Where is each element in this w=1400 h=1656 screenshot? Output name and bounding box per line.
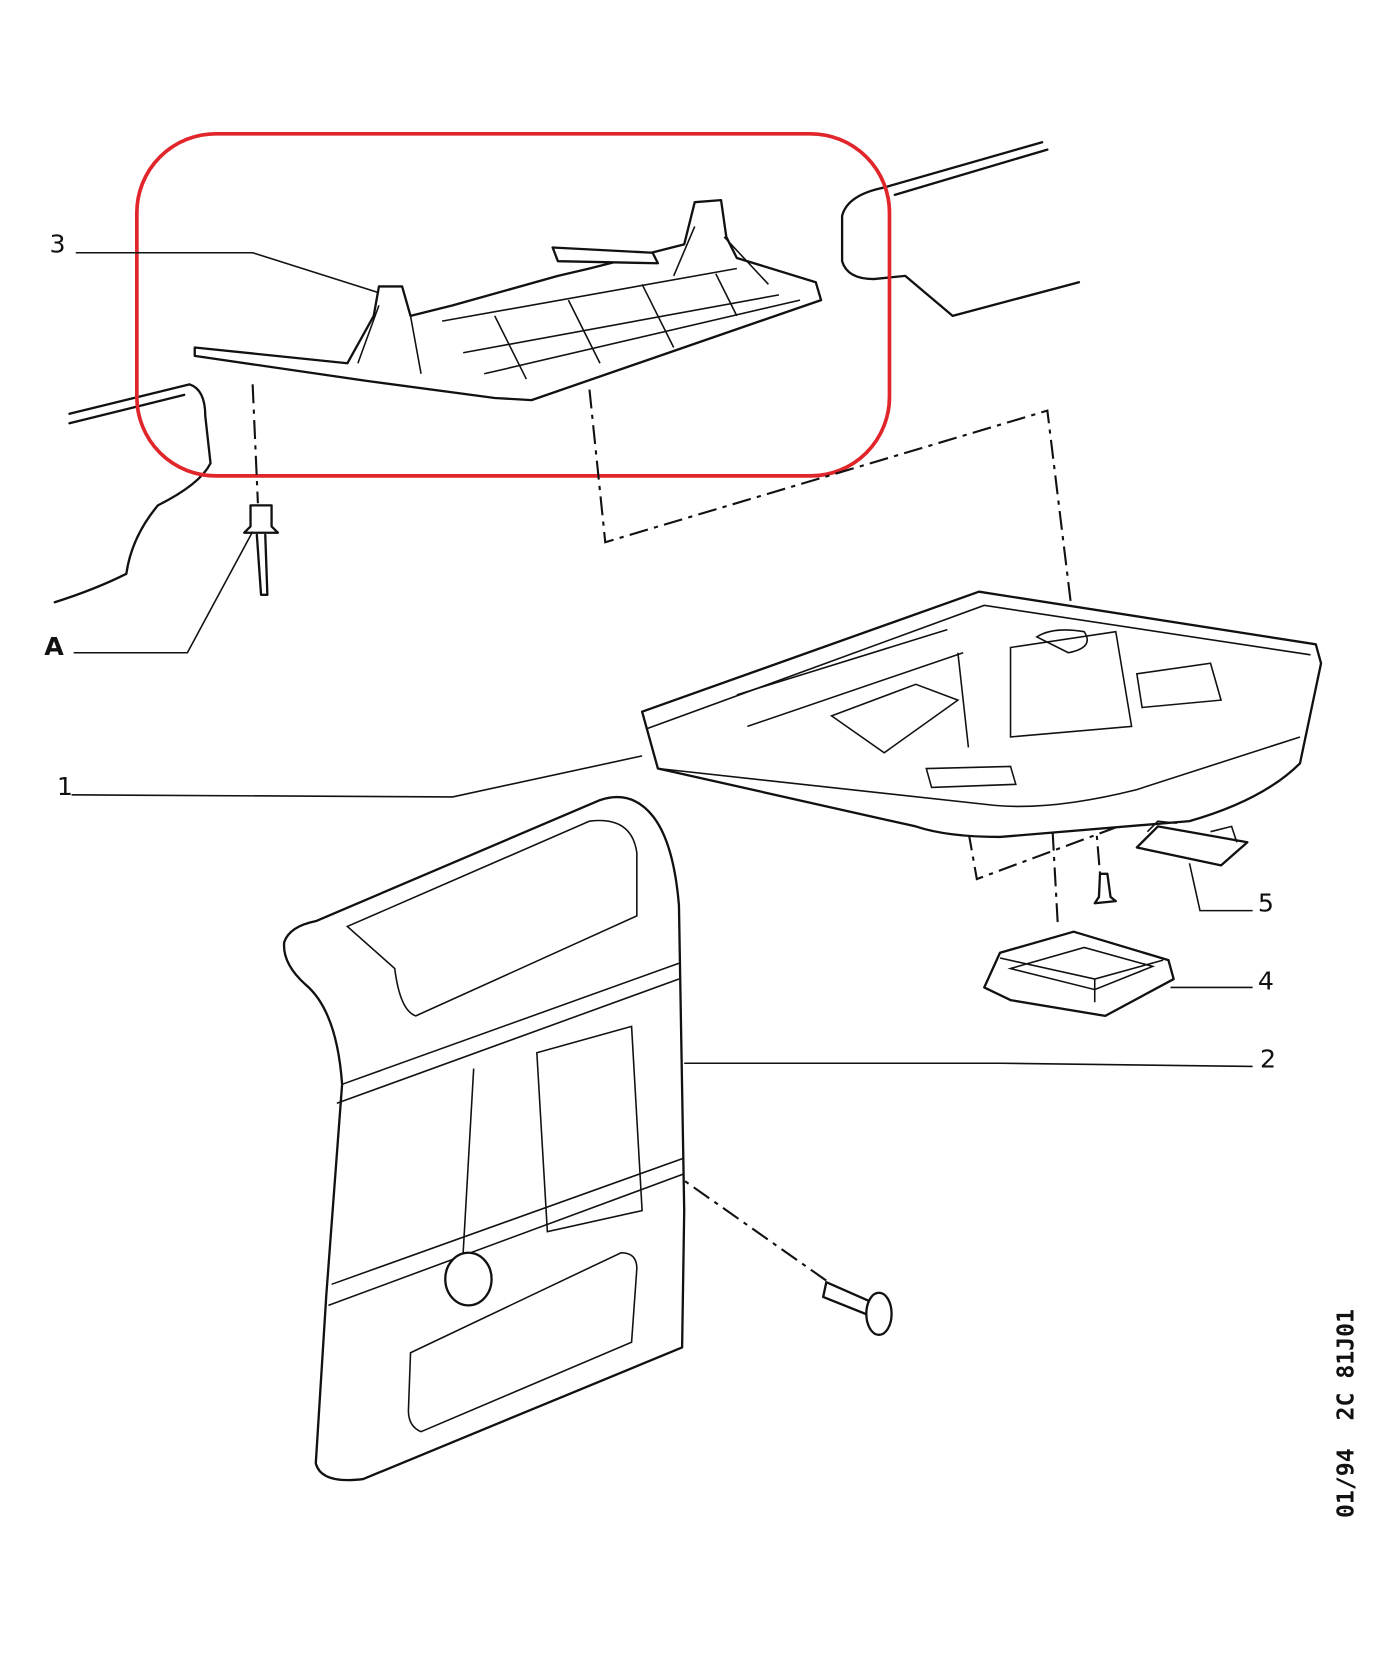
part-a-rivet [243,384,280,596]
reference-code: 01/94 2C 81J01 [1334,1309,1360,1518]
callout-a: A [44,632,64,661]
callout-1: 1 [57,772,73,801]
part-1-screw [1093,872,1117,905]
assembly-line-1 [588,389,1075,627]
part-5-cover [1135,820,1249,867]
roof-panel-outline [53,141,1081,604]
part-4-lamp [983,930,1175,1018]
callout-2: 2 [1260,1044,1276,1073]
assembly-line-5 [546,1083,833,1286]
part-3-bracket [193,198,823,402]
highlight-frame [135,131,892,478]
callout-3: 3 [49,230,65,259]
callout-4: 4 [1258,967,1274,996]
leader-lines [71,251,1253,1068]
part-1-console-housing [640,590,1323,839]
assembly-line-3 [1051,831,1059,927]
part-2-trim-panel [282,795,686,1482]
callout-5: 5 [1258,889,1274,918]
part-2-screw [822,1281,893,1336]
